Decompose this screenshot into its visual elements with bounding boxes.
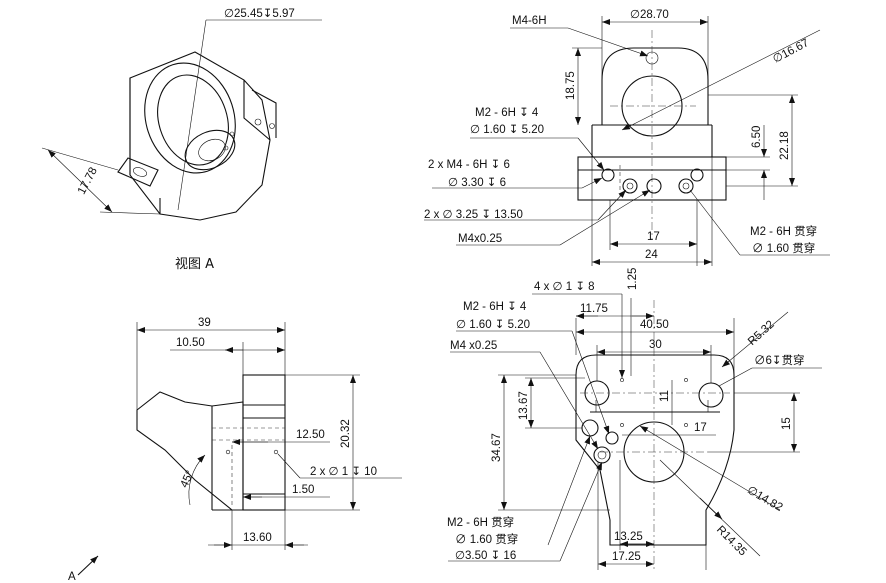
top-dim-m4x025: M4x0.25 <box>458 233 502 245</box>
top-view-body <box>577 30 727 240</box>
front-dim-w17: 17 <box>694 422 707 434</box>
front-dim-d160-520: ∅ 1.60 ↧ 5.20 <box>456 319 530 331</box>
top-dim-m46h: M4-6H <box>512 15 547 27</box>
top-dim-d2870: ∅28.70 <box>630 9 669 21</box>
front-dim-d160-thru: ∅ 1.60 贯穿 <box>455 532 518 546</box>
top-dim-m4x2: 2 x M4 - 6H ↧ 6 <box>428 159 510 171</box>
front-dim-r532: R5.32 <box>746 319 777 348</box>
top-dim-w24: 24 <box>645 249 658 261</box>
top-dim-d330: ∅ 3.30 ↧ 6 <box>448 177 506 189</box>
front-dim-h1367: 13.67 <box>518 391 530 420</box>
side-dim-1250: 12.50 <box>296 429 325 441</box>
front-dim-d6thru: ∅6↧贯穿 <box>754 353 805 367</box>
view-a-caption: 视图 A <box>175 257 214 272</box>
view-a-body <box>117 51 277 221</box>
view-a-bore-dim: ∅25.45↧5.97 <box>224 8 295 20</box>
side-dim-1050: 10.50 <box>176 337 205 349</box>
front-dim-d1482: ∅14.82 <box>745 484 785 514</box>
side-dim-150: 1.50 <box>292 484 314 496</box>
front-view: 4 x ∅ 1 ↧ 8 1.25 M2 - 6H ↧ 4 ∅ 1.60 ↧ 5.… <box>447 268 822 570</box>
top-dim-d1667: ∅16.67 <box>771 37 811 66</box>
top-dim-m26h4: M2 - 6H ↧ 4 <box>475 107 539 119</box>
side-dim-1360: 13.60 <box>243 532 272 544</box>
front-dim-w1175: 11.75 <box>580 303 608 315</box>
view-a-arrow-label: A <box>68 571 76 583</box>
top-view: M4-6H ∅28.70 ∅16.67 18.75 M2 - 6H ↧ 4 ∅ … <box>424 9 830 266</box>
side-dim-holes: 2 x ∅ 1 ↧ 10 <box>310 466 377 478</box>
front-dim-m4x025: M4 x0.25 <box>450 340 497 352</box>
view-a-bore-leader <box>177 19 207 211</box>
side-dim-2032: 20.32 <box>340 419 352 448</box>
front-dim-holes4: 4 x ∅ 1 ↧ 8 <box>534 281 595 293</box>
front-dim-h3467: 34.67 <box>491 433 503 462</box>
front-dim-m2-thru: M2 - 6H 贯穿 <box>447 515 514 529</box>
side-view-body <box>136 374 286 511</box>
view-a-depth-dim: 17.78 <box>76 166 100 197</box>
front-dim-d350: ∅3.50 ↧ 16 <box>455 550 516 562</box>
top-dim-m2-thru: M2 - 6H 贯穿 <box>750 224 817 238</box>
side-dim-angle: 45° <box>178 469 196 490</box>
top-dim-d160-520: ∅ 1.60 ↧ 5.20 <box>470 124 544 136</box>
front-dim-v11: 11 <box>659 390 671 402</box>
front-dim-m26h4: M2 - 6H ↧ 4 <box>463 301 527 313</box>
top-dim-d160-thru: ∅ 1.60 贯穿 <box>752 241 815 255</box>
top-dim-w17: 17 <box>647 231 660 243</box>
top-dim-h1875: 18.75 <box>565 71 577 100</box>
front-dim-r1435: R14.35 <box>714 524 749 559</box>
side-dim-39: 39 <box>198 317 211 329</box>
front-dim-w1725: 17.25 <box>612 551 641 563</box>
front-dim-w4050: 40.50 <box>640 319 669 331</box>
side-view: 39 10.50 20.32 12.50 2 x ∅ 1 ↧ 10 1.50 4… <box>136 317 402 550</box>
top-dim-d325x2: 2 x ∅ 3.25 ↧ 13.50 <box>424 209 523 221</box>
top-dim-h2218: 22.18 <box>779 131 791 160</box>
front-dim-h15: 15 <box>781 417 793 430</box>
top-dim-h650: 6.50 <box>751 126 763 148</box>
view-a: ∅25.45↧5.97 17.78 视图 A <box>41 8 322 272</box>
front-dim-w1325: 13.25 <box>614 531 643 543</box>
view-a-arrow: A <box>68 555 99 583</box>
front-dim-v125: 1.25 <box>627 268 639 290</box>
front-dim-w30: 30 <box>649 339 662 351</box>
